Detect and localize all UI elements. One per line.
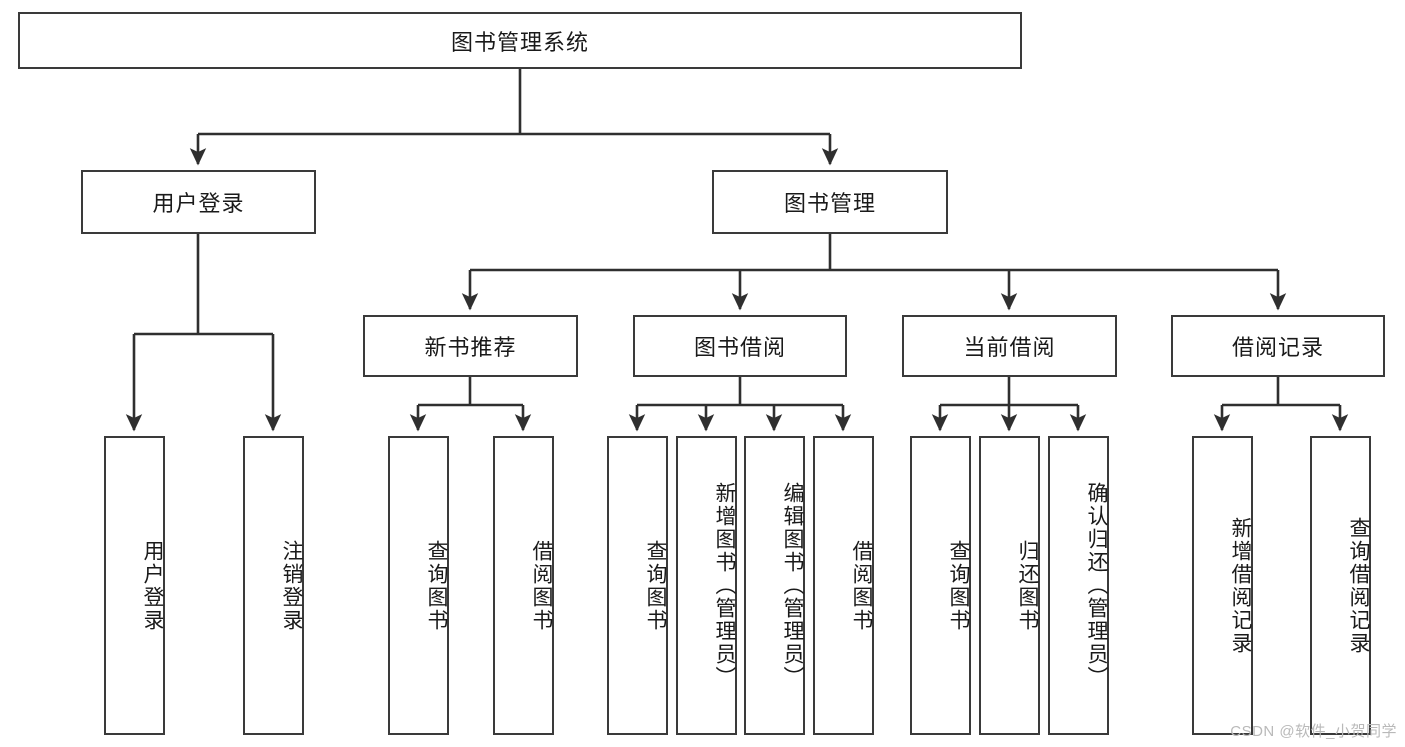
leaf-query-borrow-record[interactable]: 查询借阅记录 bbox=[1310, 436, 1371, 735]
leaf-add-book-admin-label: 新增图书（管理员） bbox=[713, 482, 736, 689]
node-current-borrow[interactable]: 当前借阅 bbox=[902, 315, 1117, 377]
leaf-user-login-label: 用户登录 bbox=[141, 539, 164, 632]
leaf-query-book-current-label: 查询图书 bbox=[947, 539, 970, 632]
node-current-borrow-label: 当前借阅 bbox=[963, 335, 1056, 360]
node-new-book-recommend-label: 新书推荐 bbox=[424, 335, 517, 360]
leaf-logout-login-label: 注销登录 bbox=[280, 539, 303, 632]
leaf-add-book-admin[interactable]: 新增图书（管理员） bbox=[676, 436, 737, 735]
leaf-borrow-book-newrec-label: 借阅图书 bbox=[530, 539, 553, 632]
leaf-borrow-book[interactable]: 借阅图书 bbox=[813, 436, 874, 735]
node-borrow-record-label: 借阅记录 bbox=[1231, 335, 1324, 360]
leaf-query-book-newrec[interactable]: 查询图书 bbox=[388, 436, 449, 735]
leaf-logout-login[interactable]: 注销登录 bbox=[243, 436, 304, 735]
node-book-management-label: 图书管理 bbox=[783, 191, 876, 216]
leaf-query-book-current[interactable]: 查询图书 bbox=[910, 436, 971, 735]
leaf-return-book[interactable]: 归还图书 bbox=[979, 436, 1040, 735]
leaf-query-borrow-record-label: 查询借阅记录 bbox=[1347, 516, 1370, 655]
leaf-query-book-borrow-label: 查询图书 bbox=[644, 539, 667, 632]
node-new-book-recommend[interactable]: 新书推荐 bbox=[363, 315, 578, 377]
node-book-management[interactable]: 图书管理 bbox=[712, 170, 948, 234]
node-root-label: 图书管理系统 bbox=[450, 29, 589, 55]
node-borrow-record[interactable]: 借阅记录 bbox=[1171, 315, 1385, 377]
node-user-login[interactable]: 用户登录 bbox=[81, 170, 316, 234]
leaf-query-book-borrow[interactable]: 查询图书 bbox=[607, 436, 668, 735]
leaf-add-borrow-record[interactable]: 新增借阅记录 bbox=[1192, 436, 1253, 735]
leaf-edit-book-admin[interactable]: 编辑图书（管理员） bbox=[744, 436, 805, 735]
leaf-borrow-book-newrec[interactable]: 借阅图书 bbox=[493, 436, 554, 735]
leaf-return-book-label: 归还图书 bbox=[1016, 539, 1039, 632]
leaf-add-borrow-record-label: 新增借阅记录 bbox=[1229, 516, 1252, 655]
node-root[interactable]: 图书管理系统 bbox=[18, 12, 1022, 69]
leaf-confirm-return-admin[interactable]: 确认归还（管理员） bbox=[1048, 436, 1109, 735]
leaf-user-login[interactable]: 用户登录 bbox=[104, 436, 165, 735]
node-user-login-label: 用户登录 bbox=[152, 191, 245, 216]
leaf-borrow-book-label: 借阅图书 bbox=[850, 539, 873, 632]
leaf-confirm-return-admin-label: 确认归还（管理员） bbox=[1085, 482, 1108, 689]
leaf-query-book-newrec-label: 查询图书 bbox=[425, 539, 448, 632]
leaf-edit-book-admin-label: 编辑图书（管理员） bbox=[781, 482, 804, 689]
node-book-borrow-label: 图书借阅 bbox=[693, 335, 786, 360]
node-book-borrow[interactable]: 图书借阅 bbox=[633, 315, 847, 377]
